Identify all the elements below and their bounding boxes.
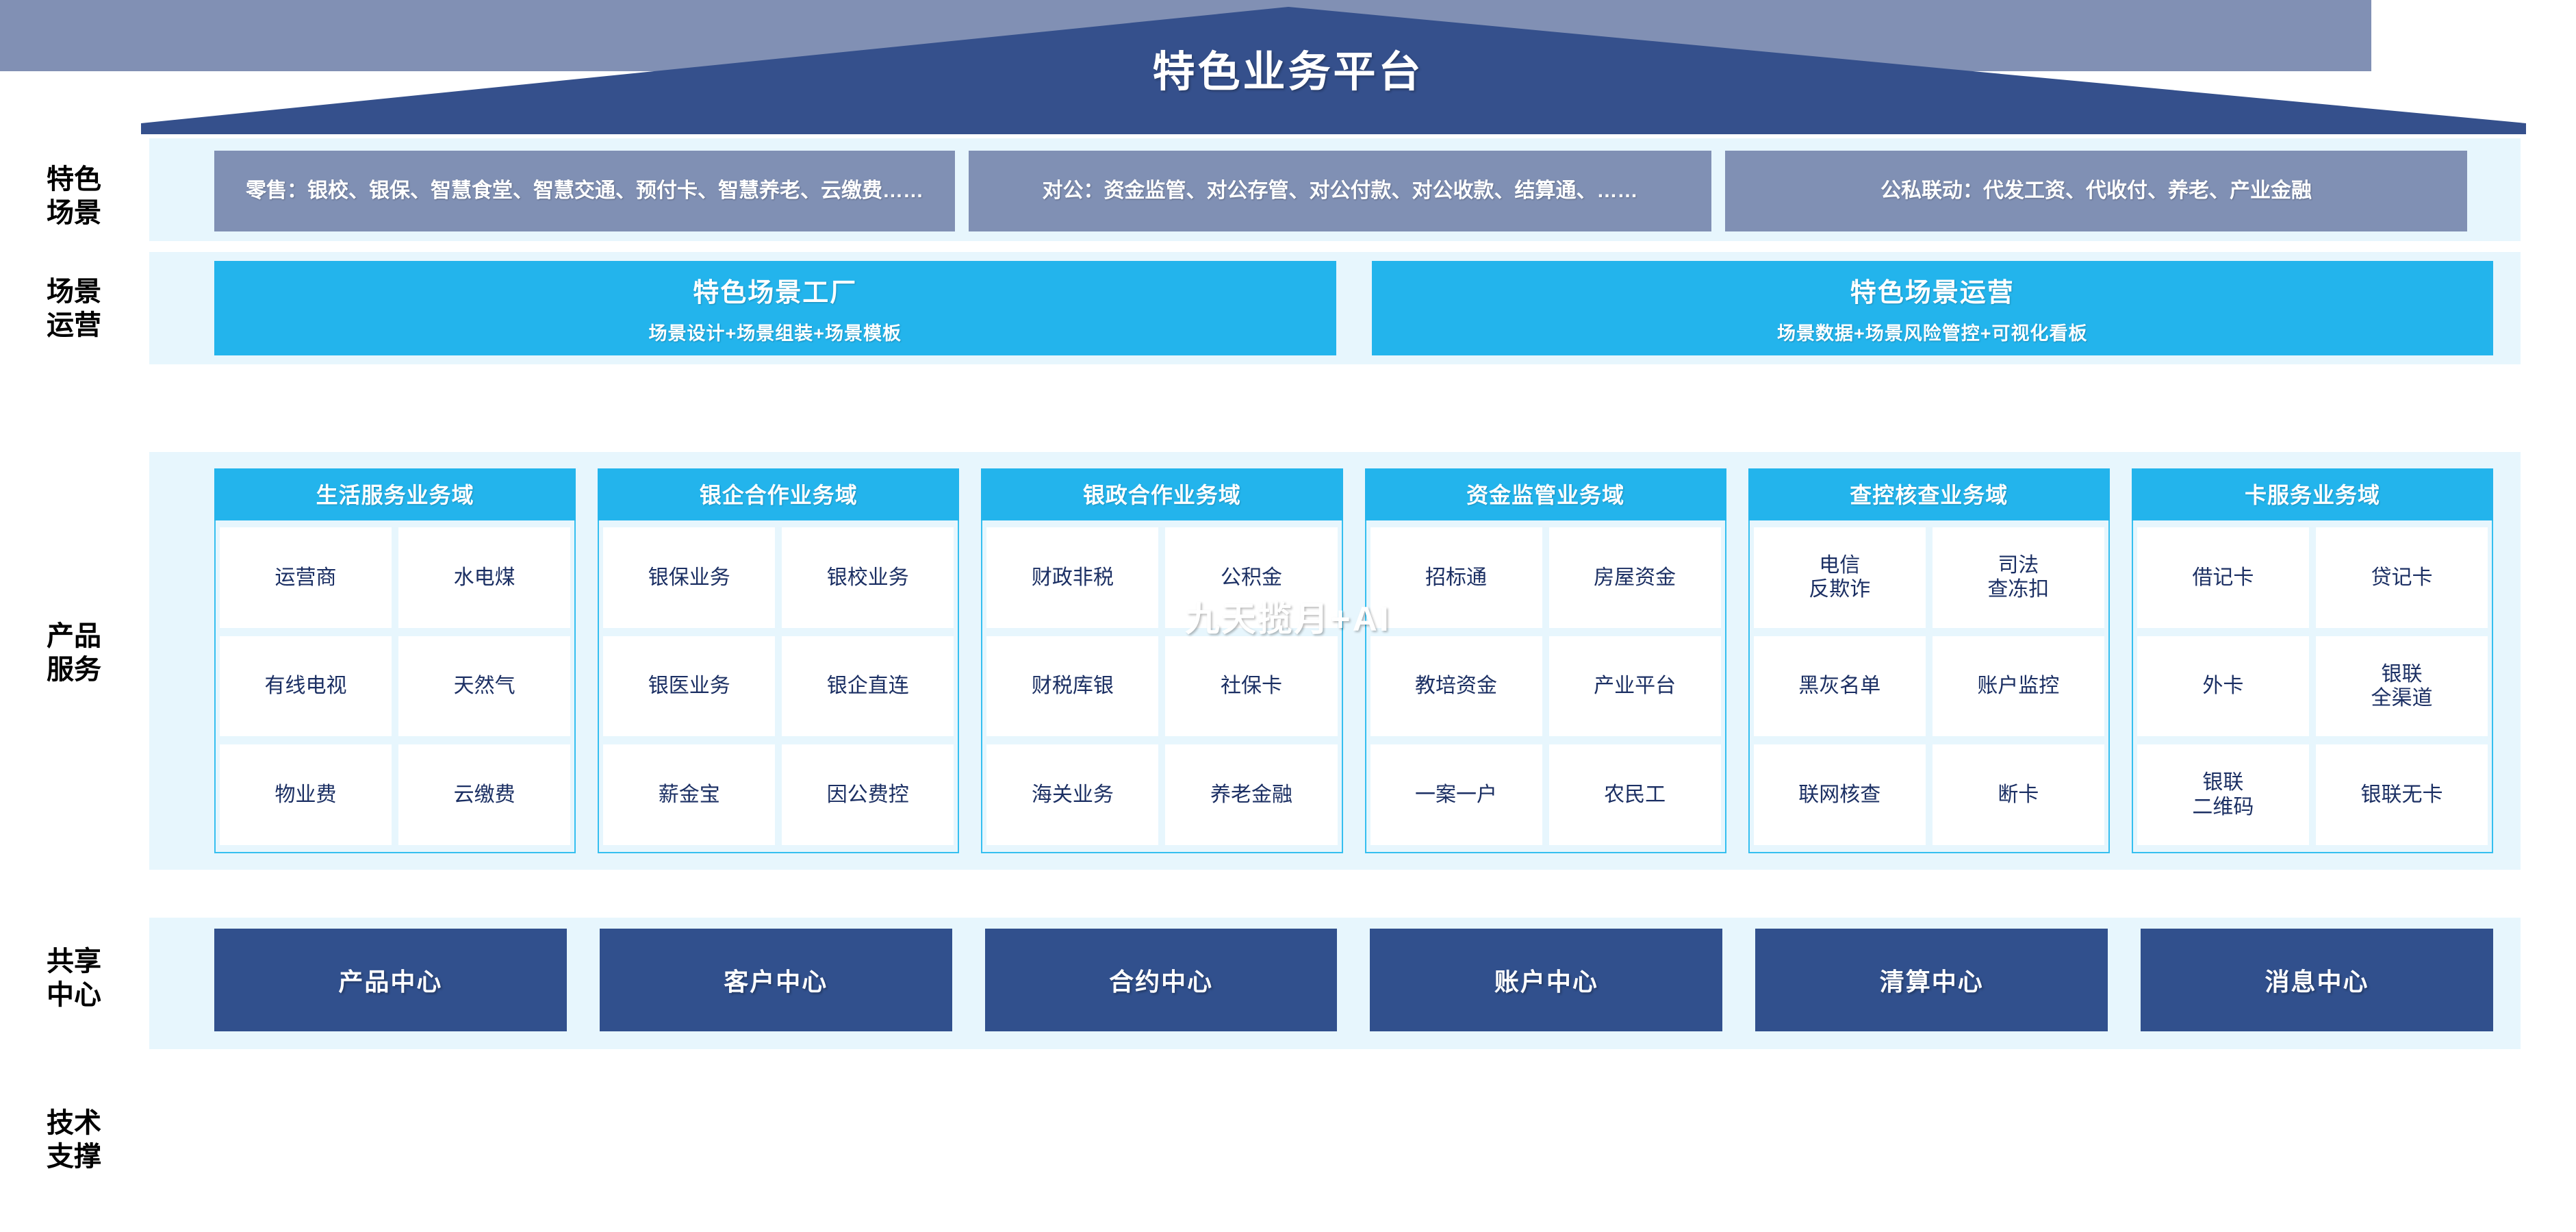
product-cell[interactable]: 招标通 xyxy=(1370,527,1542,628)
product-cell[interactable]: 账户监控 xyxy=(1932,636,2104,737)
product-cell[interactable]: 云缴费 xyxy=(398,744,571,845)
product-cell[interactable]: 司法 查冻扣 xyxy=(1932,527,2104,628)
product-cell[interactable]: 薪金宝 xyxy=(603,744,776,845)
product-cell[interactable]: 黑灰名单 xyxy=(1753,636,1926,737)
scenario-box-retail[interactable]: 零售：银校、银保、智慧食堂、智慧交通、预付卡、智慧养老、云缴费…… xyxy=(214,151,955,231)
scenario-box-corporate[interactable]: 对公：资金监管、对公存管、对公付款、对公收款、结算通、…… xyxy=(969,151,1711,231)
product-cell[interactable]: 银联无卡 xyxy=(2315,744,2488,845)
product-domain-title: 银企合作业务域 xyxy=(598,468,960,520)
shared-center-contract[interactable]: 合约中心 xyxy=(984,929,1338,1031)
product-domain-cells: 借记卡 贷记卡 外卡 银联 全渠道 银联 二维码 银联无卡 xyxy=(2131,520,2494,853)
product-domain-cells: 运营商 水电煤 有线电视 天然气 物业费 云缴费 xyxy=(214,520,576,853)
product-domain-title: 卡服务业务域 xyxy=(2131,468,2494,520)
product-domain-title: 银政合作业务域 xyxy=(981,468,1343,520)
product-cell[interactable]: 借记卡 xyxy=(2137,527,2309,628)
product-cell[interactable]: 断卡 xyxy=(1932,744,2104,845)
product-cell[interactable]: 银校业务 xyxy=(782,527,954,628)
product-domain-cells: 银保业务 银校业务 银医业务 银企直连 薪金宝 因公费控 xyxy=(598,520,960,853)
product-cell[interactable]: 社保卡 xyxy=(1165,636,1338,737)
product-cell[interactable]: 房屋资金 xyxy=(1548,527,1721,628)
operation-band: 特色场景工厂 场景设计+场景组装+场景模板 特色场景运营 场景数据+场景风险管控… xyxy=(149,252,2521,364)
product-cell[interactable]: 因公费控 xyxy=(782,744,954,845)
product-cell[interactable]: 银保业务 xyxy=(603,527,776,628)
product-cell[interactable]: 养老金融 xyxy=(1165,744,1338,845)
product-cell[interactable]: 教培资金 xyxy=(1370,636,1542,737)
product-cell[interactable]: 电信 反欺诈 xyxy=(1753,527,1926,628)
operation-card-subtitle: 场景设计+场景组装+场景模板 xyxy=(648,323,902,344)
platform-title: 特色业务平台 xyxy=(1152,49,1424,96)
scenarios-band: 零售：银校、银保、智慧食堂、智慧交通、预付卡、智慧养老、云缴费…… 对公：资金监… xyxy=(149,138,2521,241)
shared-center-account[interactable]: 账户中心 xyxy=(1370,929,1723,1031)
shared-centers-band: 产品中心 客户中心 合约中心 账户中心 清算中心 消息中心 xyxy=(149,918,2521,1049)
product-cell[interactable]: 联网核查 xyxy=(1753,744,1926,845)
scenario-box-public-private[interactable]: 公私联动：代发工资、代收付、养老、产业金融 xyxy=(1725,151,2467,231)
product-cell[interactable]: 农民工 xyxy=(1548,744,1721,845)
row-label-shared-center: 共享 中心 xyxy=(47,946,101,1010)
shared-center-clearing[interactable]: 清算中心 xyxy=(1755,929,2108,1031)
operation-card-title: 特色场景工厂 xyxy=(693,279,858,307)
product-cell[interactable]: 有线电视 xyxy=(220,636,392,737)
product-cell[interactable]: 天然气 xyxy=(398,636,571,737)
product-cell[interactable]: 水电煤 xyxy=(398,527,571,628)
product-cell[interactable]: 外卡 xyxy=(2137,636,2309,737)
product-cell[interactable]: 贷记卡 xyxy=(2315,527,2488,628)
row-label-products: 产品 服务 xyxy=(47,621,101,685)
shared-center-customer[interactable]: 客户中心 xyxy=(599,929,952,1031)
row-label-technology: 技术 支撑 xyxy=(47,1108,101,1172)
platform-banner: 特色业务平台 xyxy=(0,0,2576,137)
product-domain-fund-supervision: 资金监管业务域 招标通 房屋资金 教培资金 产业平台 一案一户 农民工 xyxy=(1364,468,1726,853)
product-domain-cells: 电信 反欺诈 司法 查冻扣 黑灰名单 账户监控 联网核查 断卡 xyxy=(1748,520,2110,853)
product-cell[interactable]: 海关业务 xyxy=(986,744,1159,845)
product-domain-title: 资金监管业务域 xyxy=(1364,468,1726,520)
shared-center-message[interactable]: 消息中心 xyxy=(2141,929,2493,1031)
products-band: 生活服务业务域 运营商 水电煤 有线电视 天然气 物业费 云缴费 银企合作业务域… xyxy=(149,452,2521,870)
product-domain-cells: 招标通 房屋资金 教培资金 产业平台 一案一户 农民工 xyxy=(1364,520,1726,853)
product-cell[interactable]: 财税库银 xyxy=(986,636,1159,737)
product-domain-title: 查控核查业务域 xyxy=(1748,468,2110,520)
product-domain-life-services: 生活服务业务域 运营商 水电煤 有线电视 天然气 物业费 云缴费 xyxy=(214,468,576,853)
product-cell[interactable]: 产业平台 xyxy=(1548,636,1721,737)
product-domain-title: 生活服务业务域 xyxy=(214,468,576,520)
product-domain-bank-enterprise: 银企合作业务域 银保业务 银校业务 银医业务 银企直连 薪金宝 因公费控 xyxy=(598,468,960,853)
row-label-operation: 场景 运营 xyxy=(47,277,101,340)
operation-card-scene-operation[interactable]: 特色场景运营 场景数据+场景风险管控+可视化看板 xyxy=(1371,261,2493,355)
product-cell[interactable]: 银企直连 xyxy=(782,636,954,737)
product-domain-cells: 财政非税 公积金 财税库银 社保卡 海关业务 养老金融 xyxy=(981,520,1343,853)
product-cell[interactable]: 公积金 xyxy=(1165,527,1338,628)
shared-center-product[interactable]: 产品中心 xyxy=(214,929,567,1031)
product-cell[interactable]: 银联 二维码 xyxy=(2137,744,2309,845)
row-label-scenarios: 特色 场景 xyxy=(47,164,101,228)
product-cell[interactable]: 运营商 xyxy=(220,527,392,628)
product-cell[interactable]: 银医业务 xyxy=(603,636,776,737)
product-cell[interactable]: 一案一户 xyxy=(1370,744,1542,845)
product-cell[interactable]: 物业费 xyxy=(220,744,392,845)
operation-card-scene-factory[interactable]: 特色场景工厂 场景设计+场景组装+场景模板 xyxy=(214,261,1336,355)
operation-card-title: 特色场景运营 xyxy=(1850,279,2015,307)
product-cell[interactable]: 银联 全渠道 xyxy=(2315,636,2488,737)
product-cell[interactable]: 财政非税 xyxy=(986,527,1159,628)
banner-roof-shape xyxy=(141,7,2526,134)
product-domain-investigation-control: 查控核查业务域 电信 反欺诈 司法 查冻扣 黑灰名单 账户监控 联网核查 断卡 xyxy=(1748,468,2110,853)
product-domain-card-service: 卡服务业务域 借记卡 贷记卡 外卡 银联 全渠道 银联 二维码 银联无卡 xyxy=(2131,468,2494,853)
operation-card-subtitle: 场景数据+场景风险管控+可视化看板 xyxy=(1776,323,2088,344)
product-domain-bank-government: 银政合作业务域 财政非税 公积金 财税库银 社保卡 海关业务 养老金融 xyxy=(981,468,1343,853)
technology-support-bar: 九天揽月+AI xyxy=(0,0,2371,638)
